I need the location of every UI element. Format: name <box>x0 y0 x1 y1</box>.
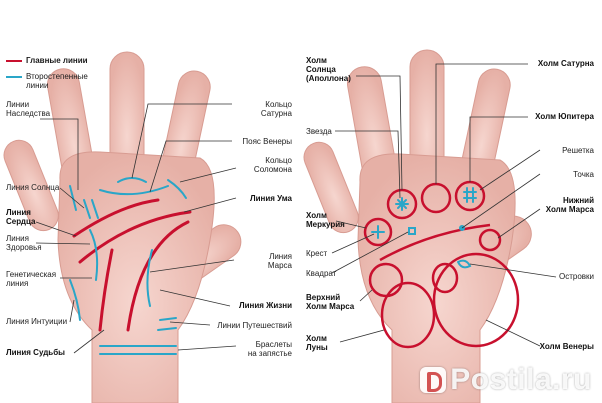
label-star: Звезда <box>306 127 332 136</box>
label-venus-belt: Пояс Венеры <box>242 137 292 146</box>
watermark-logo-icon <box>420 367 447 393</box>
heredity-line <box>69 185 77 211</box>
right-head-line <box>379 223 491 262</box>
star-sign <box>395 197 409 211</box>
main-line-swatch <box>6 60 22 62</box>
intuition-line <box>69 279 81 321</box>
label-genetic-line: Генетическая линия <box>6 270 57 288</box>
left-pinky <box>3 139 59 232</box>
fate-line <box>98 248 114 332</box>
label-life-line: Линия Жизни <box>238 301 292 310</box>
label-sun-line: Линия Солнца <box>6 183 60 192</box>
mars-line <box>146 249 153 307</box>
left-secondary-lines <box>69 177 187 355</box>
label-cross: Крест <box>306 249 328 258</box>
grille-sign <box>463 187 477 203</box>
label-saturn-mount: Холм Сатурна <box>537 59 594 68</box>
venus-mount-circle <box>432 252 520 348</box>
label-venus-mount: Холм Венеры <box>539 342 594 351</box>
label-saturn-ring: Кольцо Сатурна <box>260 100 292 118</box>
watermark-text: Postila.ru <box>450 363 592 396</box>
legend-main: Главные линии <box>6 56 88 65</box>
label-heart-line: Линия Сердца <box>6 208 36 226</box>
legend-secondary: Второстепенные линии <box>6 72 88 90</box>
label-mars-line: Линия Марса <box>267 252 292 270</box>
label-heredity-lines: Линии Наследства <box>6 100 51 118</box>
cross-sign <box>371 225 385 239</box>
solomon-ring <box>167 179 187 199</box>
secondary-line-swatch <box>6 76 22 78</box>
head-line <box>78 210 192 264</box>
legend-secondary-label: Второстепенные линии <box>26 72 88 90</box>
label-bracelets: Браслеты на запястье <box>247 340 292 358</box>
watermark: Postila.ru <box>420 363 592 397</box>
plain-of-mars <box>431 262 459 294</box>
label-square: Квадрат <box>306 269 337 278</box>
travel-lines <box>157 317 177 331</box>
sun-line <box>83 199 99 219</box>
square-sign <box>408 227 416 235</box>
label-sun-mount: Холм Солнца (Аполлона) <box>306 56 351 83</box>
moon-mount-circle <box>380 281 436 349</box>
label-fate-line: Линия Судьбы <box>6 348 65 357</box>
mercury-mount-circle <box>363 217 393 247</box>
right-signs <box>371 187 477 269</box>
label-moon-mount: Холм Луны <box>306 334 328 352</box>
label-upper-mars: Верхний Холм Марса <box>306 293 355 311</box>
label-solomon-ring: Кольцо Соломона <box>253 156 292 174</box>
pointer-lines <box>35 63 557 354</box>
label-head-line: Линия Ума <box>249 194 292 203</box>
label-islands: Островки <box>558 272 594 281</box>
label-jupiter-mount: Холм Юпитера <box>535 112 594 121</box>
heart-line <box>72 198 160 238</box>
right-pinky <box>303 141 359 234</box>
label-lower-mars: Нижний Холм Марса <box>545 196 594 214</box>
left-palm <box>57 151 215 403</box>
island-sign <box>457 259 472 269</box>
health-line <box>89 229 99 281</box>
lower-mars-circle <box>478 228 502 252</box>
label-mercury-mount: Холм Меркурия <box>306 211 345 229</box>
legend-main-label: Главные линии <box>26 56 88 65</box>
label-dot: Точка <box>573 170 594 179</box>
label-travel-lines: Линии Путешествий <box>217 321 292 330</box>
bracelet-lines <box>99 345 177 355</box>
venus-belt <box>99 185 169 196</box>
label-intuition-line: Линия Интуиции <box>6 317 68 326</box>
label-health-line: Линия Здоровья <box>6 234 42 252</box>
label-grille: Решетка <box>562 146 594 155</box>
